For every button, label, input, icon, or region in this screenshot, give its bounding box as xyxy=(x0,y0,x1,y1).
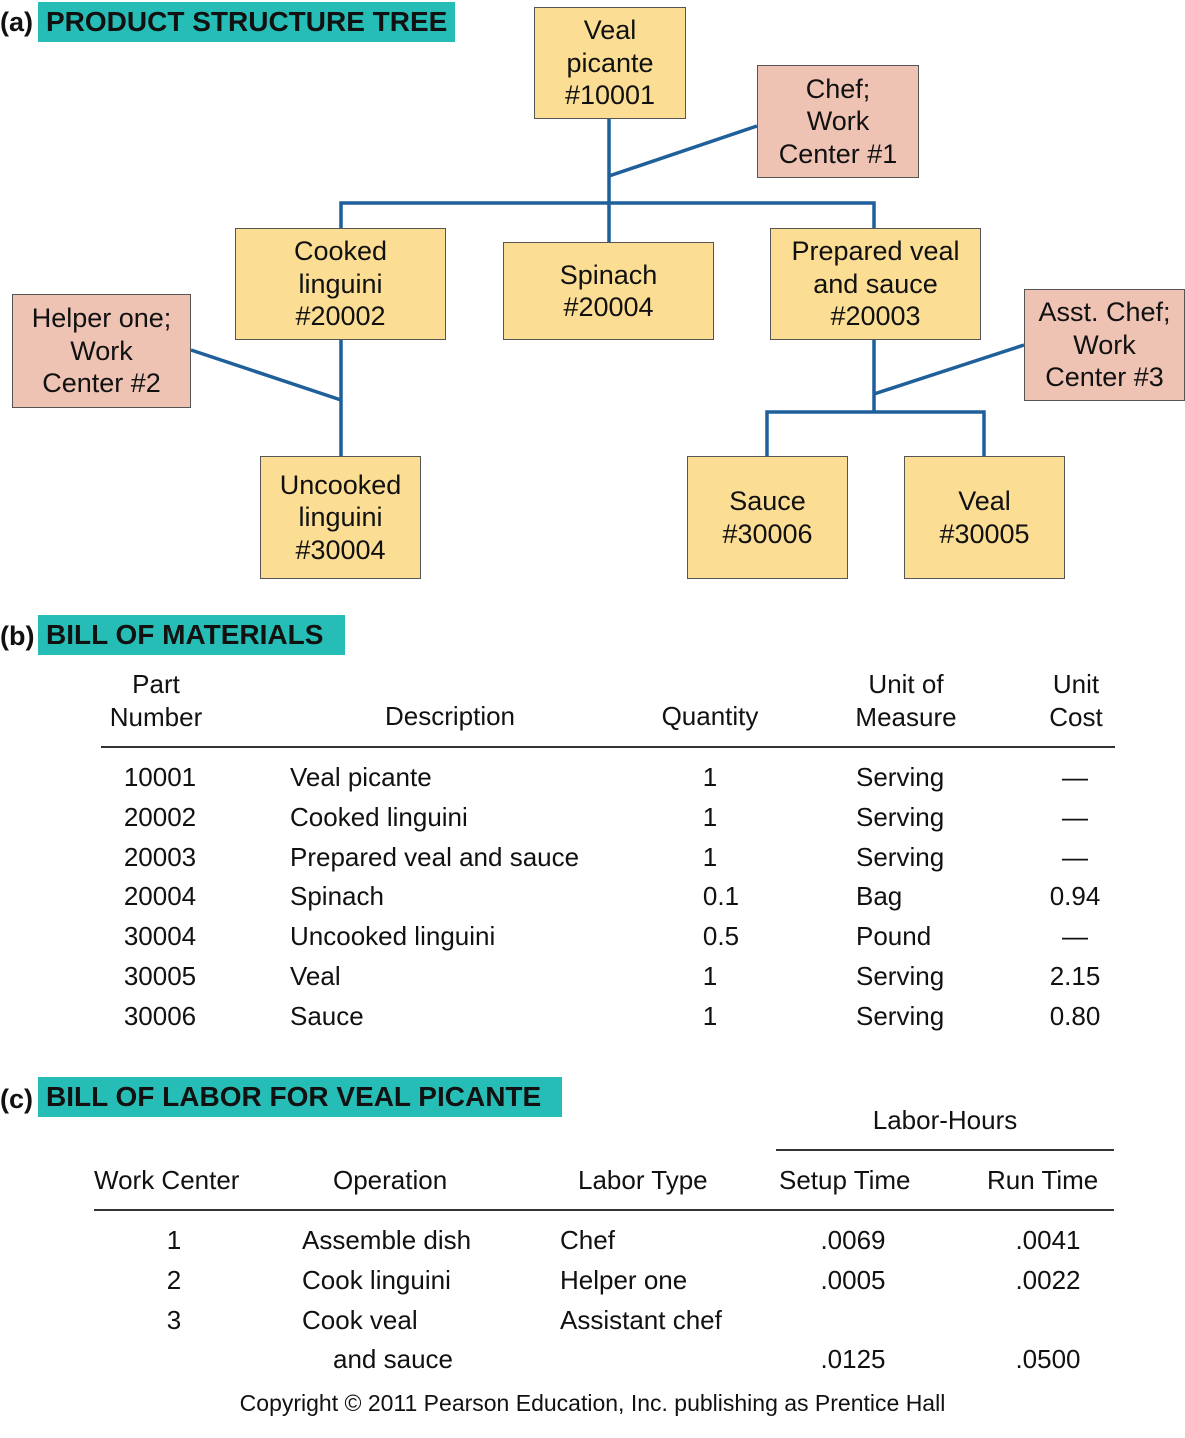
bom-header-unit-of-measure: Unit of Measure xyxy=(855,669,957,732)
bom-unit-cost: 0.80 xyxy=(1049,1001,1101,1031)
bom-part-number: 30004 xyxy=(123,921,197,951)
bom-header-quantity: Quantity xyxy=(661,701,759,731)
bom-unit-cost: — xyxy=(1062,842,1088,872)
bom-unit-of-measure: Pound xyxy=(856,921,932,951)
bol-setup-time: .0069 xyxy=(820,1225,886,1255)
bom-description: Prepared veal and sauce xyxy=(290,842,580,872)
bom-quantity: 1 xyxy=(702,961,718,991)
bol-header-work-center: Work Center xyxy=(94,1165,240,1195)
bol-group-rule xyxy=(776,1149,1114,1151)
bol-work-center: 3 xyxy=(166,1305,182,1335)
bom-unit-of-measure: Bag xyxy=(856,881,903,911)
node-sauce: Sauce #30006 xyxy=(687,456,848,579)
bom-header-unit-cost: Unit Cost xyxy=(1049,669,1103,732)
bom-part-number: 20004 xyxy=(123,881,197,911)
bom-part-number: 30005 xyxy=(123,961,197,991)
node-chef-work-center-1: Chef; Work Center #1 xyxy=(757,65,919,178)
section-a-letter: (a) xyxy=(0,7,33,37)
bom-quantity: 0.1 xyxy=(702,881,740,911)
bol-setup-time: .0125 xyxy=(820,1344,886,1374)
bom-description: Veal xyxy=(290,961,341,991)
bom-unit-cost: — xyxy=(1062,762,1088,792)
bom-quantity: 0.5 xyxy=(702,921,740,951)
node-helper-one-work-center-2: Helper one; Work Center #2 xyxy=(12,294,191,408)
bol-header-setup-time: Setup Time xyxy=(779,1165,911,1195)
bol-run-time: .0500 xyxy=(1015,1344,1081,1374)
section-c-title: BILL OF LABOR FOR VEAL PICANTE xyxy=(38,1077,562,1117)
bom-unit-of-measure: Serving xyxy=(856,1001,945,1031)
bom-header-rule xyxy=(101,746,1115,748)
bom-unit-of-measure: Serving xyxy=(856,802,945,832)
bom-part-number: 20002 xyxy=(123,802,197,832)
tree-connectors xyxy=(190,119,1025,456)
bol-setup-time: .0005 xyxy=(820,1265,886,1295)
bol-operation: Cook veal xyxy=(302,1305,418,1335)
section-b-title: BILL OF MATERIALS xyxy=(38,615,345,655)
bom-part-number: 30006 xyxy=(123,1001,197,1031)
bol-labor-type: Chef xyxy=(560,1225,615,1255)
bol-header-operation: Operation xyxy=(333,1165,448,1195)
node-spinach: Spinach #20004 xyxy=(503,242,714,340)
bom-description: Veal picante xyxy=(290,762,432,792)
connector xyxy=(339,201,876,228)
node-prepared-veal-and-sauce: Prepared veal and sauce #20003 xyxy=(770,228,981,340)
bol-work-center: 2 xyxy=(166,1265,182,1295)
section-b-letter: (b) xyxy=(0,621,35,651)
bol-group-header-labor-hours: Labor-Hours xyxy=(872,1105,1018,1135)
node-asst-chef-work-center-3: Asst. Chef; Work Center #3 xyxy=(1024,289,1185,401)
section-c-letter: (c) xyxy=(0,1084,33,1114)
bom-description: Uncooked linguini xyxy=(290,921,496,951)
bom-unit-of-measure: Serving xyxy=(856,762,945,792)
section-a-title: PRODUCT STRUCTURE TREE xyxy=(38,2,456,42)
bom-unit-cost: 2.15 xyxy=(1049,961,1101,991)
bol-run-time: .0041 xyxy=(1015,1225,1081,1255)
connector xyxy=(190,348,342,402)
bom-quantity: 1 xyxy=(702,1001,718,1031)
bol-run-time: .0022 xyxy=(1015,1265,1081,1295)
node-cooked-linguini: Cooked linguini #20002 xyxy=(235,228,446,340)
bol-operation: Assemble dish xyxy=(302,1225,472,1255)
bom-description: Spinach xyxy=(290,881,384,911)
bom-quantity: 1 xyxy=(702,842,718,872)
bol-header-labor-type: Labor Type xyxy=(578,1165,708,1195)
bom-header-part-number: Part Number xyxy=(109,669,203,732)
node-veal: Veal #30005 xyxy=(904,456,1065,579)
bol-header-rule xyxy=(94,1209,1114,1211)
bol-operation: and sauce xyxy=(333,1344,453,1374)
bom-unit-of-measure: Serving xyxy=(856,961,945,991)
bom-header-description: Description xyxy=(384,701,516,731)
connector xyxy=(608,124,758,178)
bom-unit-of-measure: Serving xyxy=(856,842,945,872)
node-uncooked-linguini: Uncooked linguini #30004 xyxy=(260,456,421,579)
connector xyxy=(873,343,1025,396)
bom-unit-cost: — xyxy=(1062,802,1088,832)
bol-labor-type: Assistant chef xyxy=(560,1305,722,1335)
bol-labor-type: Helper one xyxy=(560,1265,688,1295)
bom-part-number: 20003 xyxy=(123,842,197,872)
copyright-notice: Copyright © 2011 Pearson Education, Inc.… xyxy=(239,1390,946,1416)
bol-work-center: 1 xyxy=(166,1225,182,1255)
node-veal-picante: Veal picante #10001 xyxy=(534,7,686,119)
bom-quantity: 1 xyxy=(702,802,718,832)
bol-header-run-time: Run Time xyxy=(987,1165,1099,1195)
connector xyxy=(765,410,986,456)
bom-description: Cooked linguini xyxy=(290,802,468,832)
bom-part-number: 10001 xyxy=(123,762,197,792)
bol-operation: Cook linguini xyxy=(302,1265,451,1295)
bom-description: Sauce xyxy=(290,1001,364,1031)
bom-unit-cost: 0.94 xyxy=(1049,881,1101,911)
bom-unit-cost: — xyxy=(1062,921,1088,951)
bom-quantity: 1 xyxy=(702,762,718,792)
